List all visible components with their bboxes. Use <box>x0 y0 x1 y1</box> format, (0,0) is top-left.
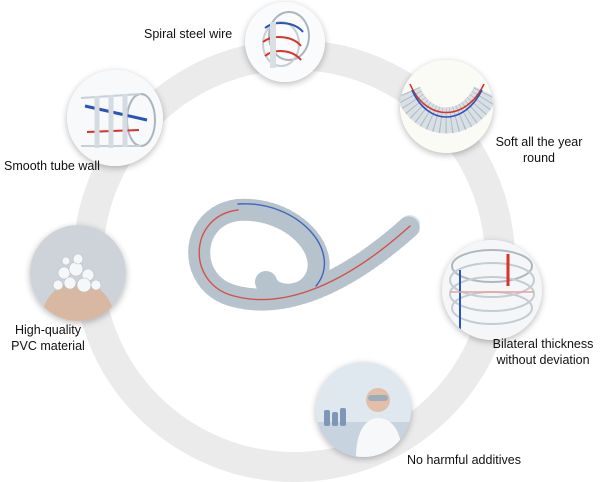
label-bilateral: Bilateral thickness without deviation <box>492 337 594 367</box>
hose-section-photo-icon <box>67 70 163 166</box>
label-additives: No harmful additives <box>407 453 521 467</box>
pvc-granules-photo-icon <box>30 225 126 321</box>
center-hose-image <box>178 186 421 316</box>
hose-crosssection-photo-icon <box>442 240 542 340</box>
lab-scientist-photo-icon <box>316 362 411 457</box>
label-soft: Soft all the year round <box>495 135 583 165</box>
label-spiral: Spiral steel wire <box>144 27 233 41</box>
spiral-wire-photo-icon <box>245 2 325 82</box>
bent-hose-photo-icon <box>400 60 493 153</box>
label-smooth: Smooth tube wall <box>4 159 100 173</box>
label-pvc: High-quality PVC material <box>11 323 85 353</box>
